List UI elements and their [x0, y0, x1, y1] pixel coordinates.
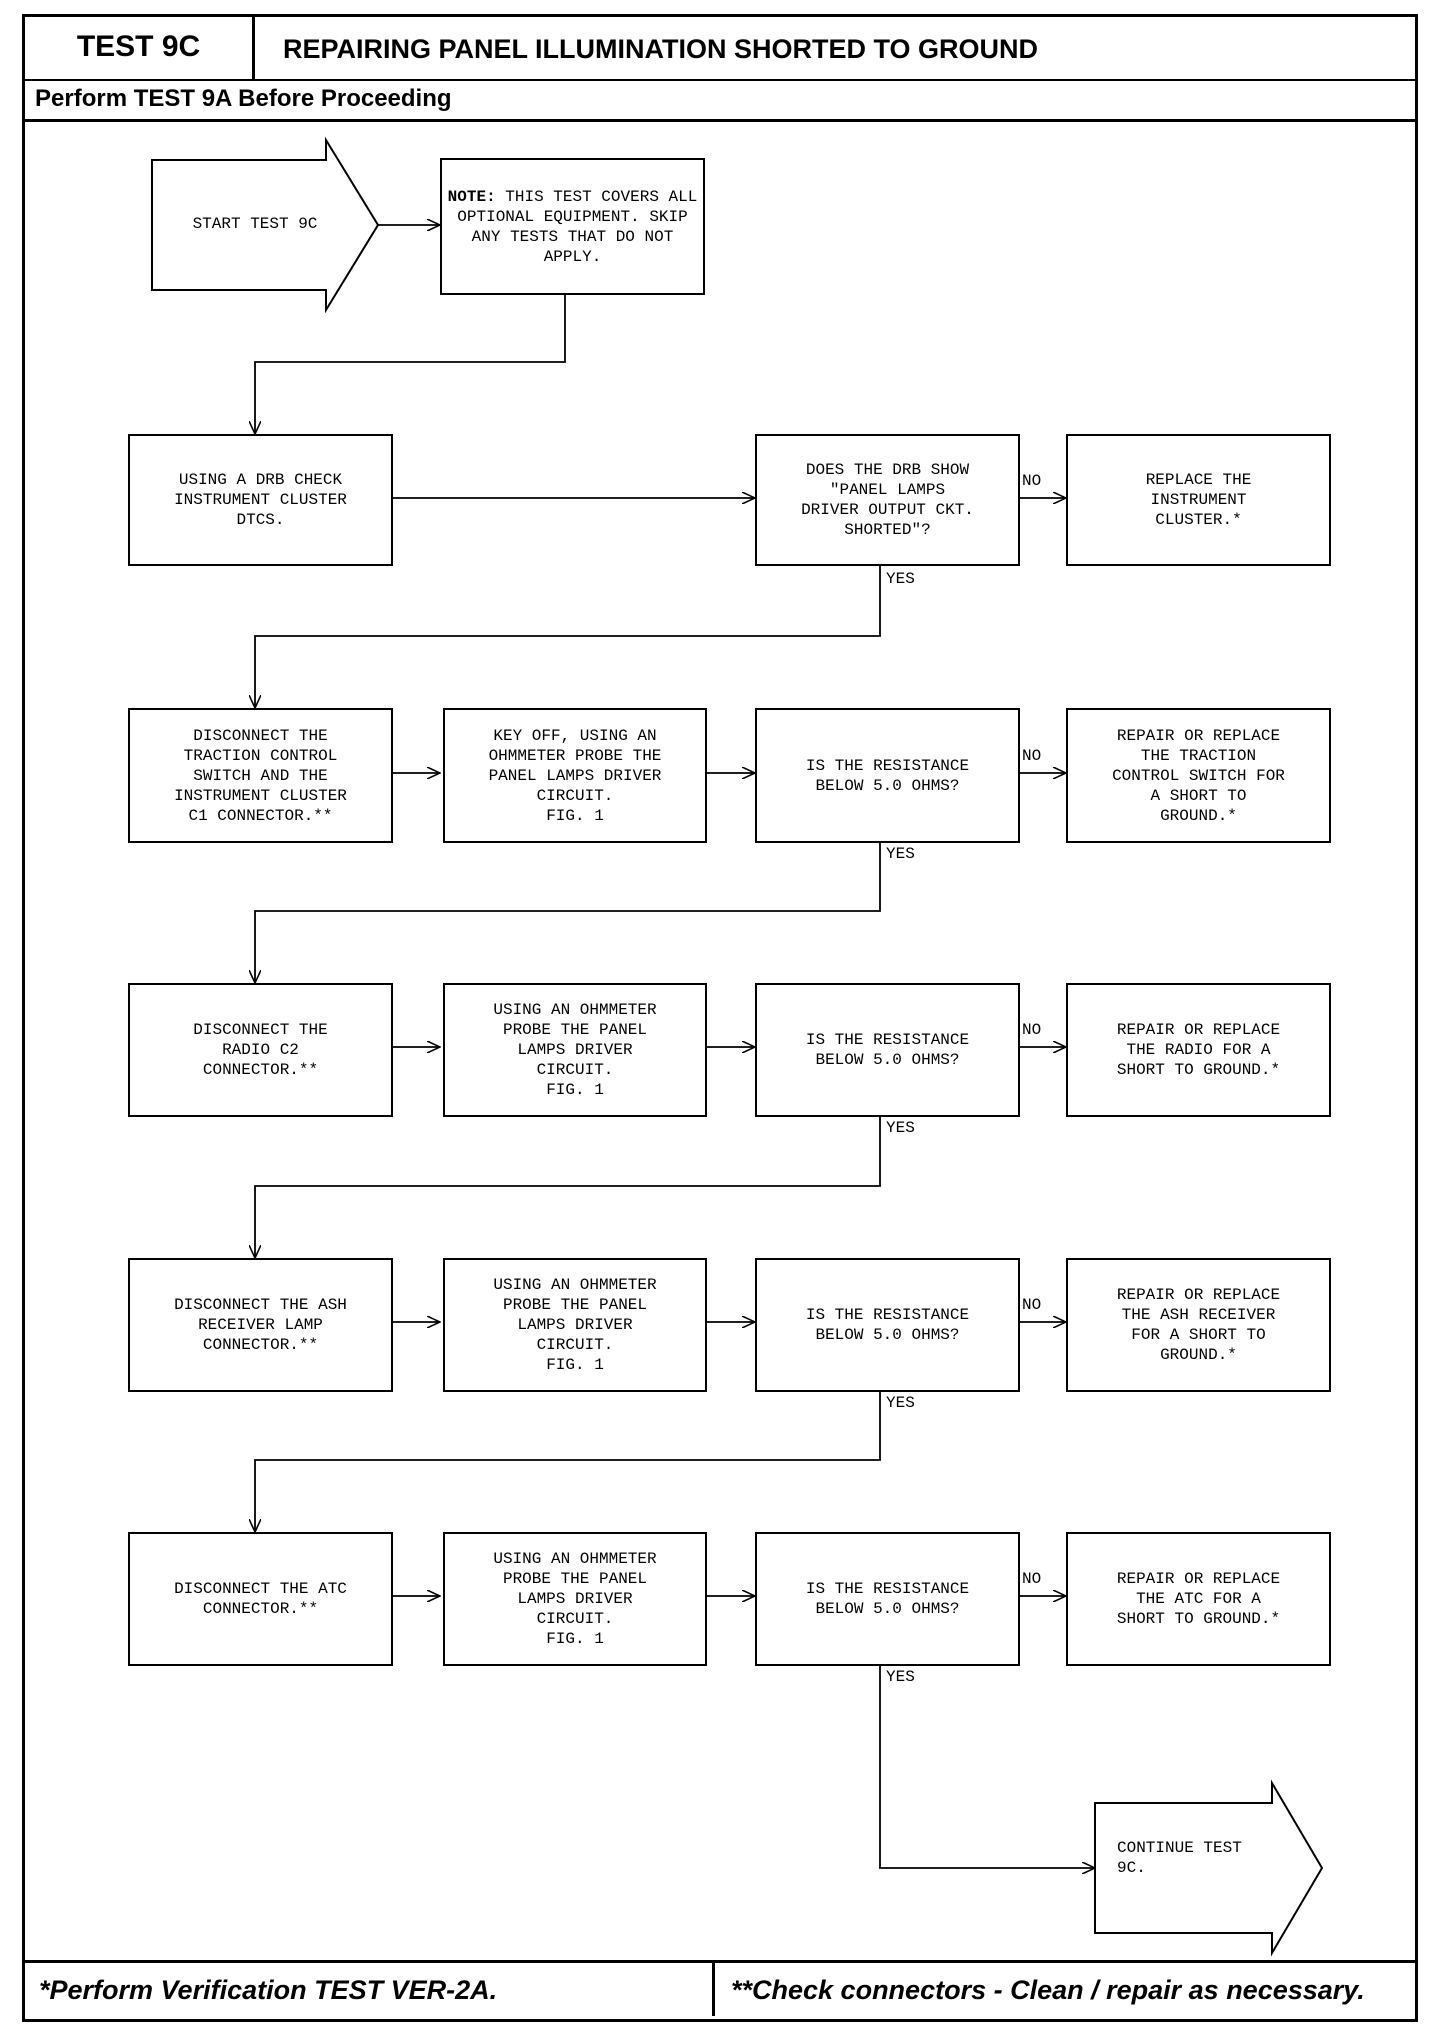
connector-q2-step3 [255, 843, 881, 983]
result-repair-traction: REPAIR OR REPLACE THE TRACTION CONTROL S… [1066, 708, 1331, 843]
start-arrow-shape [151, 136, 380, 314]
label-yes-3: YES [886, 1119, 915, 1137]
header-bar: TEST 9C REPAIRING PANEL ILLUMINATION SHO… [25, 17, 1415, 81]
question-resistance-4: IS THE RESISTANCE BELOW 5.0 OHMS? [755, 1532, 1020, 1666]
label-yes-5: YES [886, 1668, 915, 1686]
footnote-connectors: **Check connectors - Clean / repair as n… [731, 1975, 1365, 2005]
label-no-3: NO [1022, 1021, 1042, 1039]
step-disconnect-traction: DISCONNECT THE TRACTION CONTROL SWITCH A… [128, 708, 393, 843]
label-no-4: NO [1022, 1296, 1042, 1314]
continue-arrow-shape [1094, 1779, 1324, 1957]
question-drb-shorted: DOES THE DRB SHOW "PANEL LAMPS DRIVER OU… [755, 434, 1020, 566]
connector-q4-step5 [255, 1392, 881, 1532]
result-repair-radio: REPAIR OR REPLACE THE RADIO FOR A SHORT … [1066, 983, 1331, 1117]
step-disconnect-radio: DISCONNECT THE RADIO C2 CONNECTOR.** [128, 983, 393, 1117]
question-resistance-2: IS THE RESISTANCE BELOW 5.0 OHMS? [755, 983, 1020, 1117]
prerequisite-bar: Perform TEST 9A Before Proceeding [25, 79, 1415, 122]
step-probe-circuit-2: USING AN OHMMETER PROBE THE PANEL LAMPS … [443, 983, 707, 1117]
label-yes-1: YES [886, 570, 915, 588]
footer-bar: *Perform Verification TEST VER-2A. **Che… [25, 1960, 1415, 2019]
start-test-label: START TEST 9C [192, 215, 318, 233]
note-box: NOTE: THIS TEST COVERS ALL OPTIONAL EQUI… [440, 158, 705, 295]
connector-q5-continue [879, 1666, 1095, 1868]
question-resistance-1: IS THE RESISTANCE BELOW 5.0 OHMS? [755, 708, 1020, 843]
page-title: REPAIRING PANEL ILLUMINATION SHORTED TO … [283, 34, 1039, 64]
continue-test-label: CONTINUE TEST 9C. [1117, 1839, 1242, 1877]
step-disconnect-atc: DISCONNECT THE ATC CONNECTOR.** [128, 1532, 393, 1666]
result-replace-cluster: REPLACE THE INSTRUMENT CLUSTER.* [1066, 434, 1331, 566]
step-probe-circuit-3: USING AN OHMMETER PROBE THE PANEL LAMPS … [443, 1258, 707, 1392]
step-disconnect-ash: DISCONNECT THE ASH RECEIVER LAMP CONNECT… [128, 1258, 393, 1392]
result-repair-ash: REPAIR OR REPLACE THE ASH RECEIVER FOR A… [1066, 1258, 1331, 1392]
label-yes-2: YES [886, 845, 915, 863]
label-no-5: NO [1022, 1570, 1042, 1588]
prerequisite-note: Perform TEST 9A Before Proceeding [35, 85, 452, 112]
connector-q3-step4 [255, 1117, 881, 1258]
label-no-1: NO [1022, 472, 1042, 490]
note-text: THIS TEST COVERS ALL OPTIONAL EQUIPMENT.… [457, 187, 698, 266]
connector-q1-step2 [255, 566, 881, 708]
question-resistance-3: IS THE RESISTANCE BELOW 5.0 OHMS? [755, 1258, 1020, 1392]
connector-note-step1 [255, 295, 566, 434]
step-probe-circuit-1: KEY OFF, USING AN OHMMETER PROBE THE PAN… [443, 708, 707, 843]
label-no-2: NO [1022, 747, 1042, 765]
step-probe-circuit-4: USING AN OHMMETER PROBE THE PANEL LAMPS … [443, 1532, 707, 1666]
test-id: TEST 9C [25, 17, 255, 79]
result-repair-atc: REPAIR OR REPLACE THE ATC FOR A SHORT TO… [1066, 1532, 1331, 1666]
note-label: NOTE: [447, 187, 496, 206]
step-check-dtcs: USING A DRB CHECK INSTRUMENT CLUSTER DTC… [128, 434, 393, 566]
footnote-verification: *Perform Verification TEST VER-2A. [25, 1963, 715, 2016]
label-yes-4: YES [886, 1394, 915, 1412]
page-frame: TEST 9C REPAIRING PANEL ILLUMINATION SHO… [22, 14, 1418, 2022]
